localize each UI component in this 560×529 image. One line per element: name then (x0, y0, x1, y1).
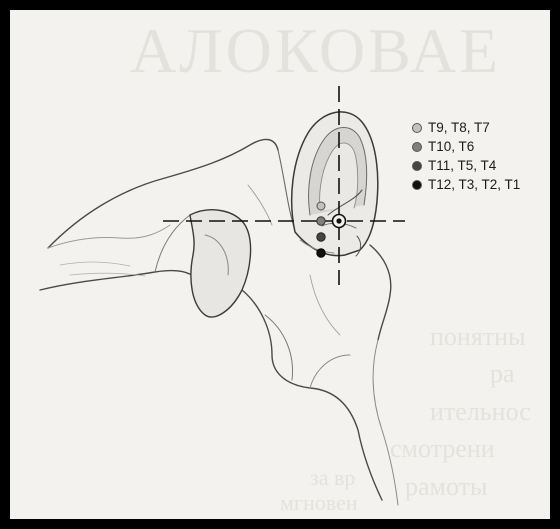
legend-label: T10, T6 (428, 137, 474, 156)
legend-item: T11, T5, T4 (412, 156, 520, 175)
bleed-line-6: за вр (310, 465, 355, 490)
bleed-line-3: ительнос (430, 397, 531, 426)
legend-item: T9, T8, T7 (412, 118, 520, 137)
legend-item: T12, T3, T2, T1 (412, 175, 520, 194)
legend-label: T11, T5, T4 (428, 156, 496, 175)
bleed-line-4: смотрени (390, 434, 495, 463)
bleed-line-2: ра (490, 359, 515, 388)
legend-swatch-dark-gray (412, 161, 422, 171)
bleed-line-7: мгновен (280, 490, 358, 515)
legend-item: T10, T6 (412, 137, 520, 156)
point-t10-t6 (317, 217, 325, 225)
point-t12-t3-t2-t1 (317, 249, 325, 257)
illustration-frame: АЛОКОВАЕ понятны ра ительнос смотрени ра… (10, 10, 550, 519)
legend-swatch-black (412, 180, 422, 190)
point-t11-t5-t4 (317, 233, 325, 241)
legend-swatch-light-gray (412, 123, 422, 133)
auricle (292, 112, 378, 256)
bleed-line-5: рамоты (405, 472, 487, 501)
target-point-center (336, 218, 341, 223)
legend: T9, T8, T7 T10, T6 T11, T5, T4 T12, T3, … (412, 118, 520, 194)
bleed-line-1: понятны (430, 322, 526, 351)
bleed-heading: АЛОКОВАЕ (130, 15, 501, 86)
background-bleed-text: АЛОКОВАЕ понятны ра ительнос смотрени ра… (130, 15, 531, 515)
legend-label: T12, T3, T2, T1 (428, 175, 520, 194)
legend-swatch-gray (412, 142, 422, 152)
legend-label: T9, T8, T7 (428, 118, 490, 137)
ear-illustration: АЛОКОВАЕ понятны ра ительнос смотрени ра… (10, 10, 550, 519)
point-t9-t8-t7 (317, 202, 325, 210)
